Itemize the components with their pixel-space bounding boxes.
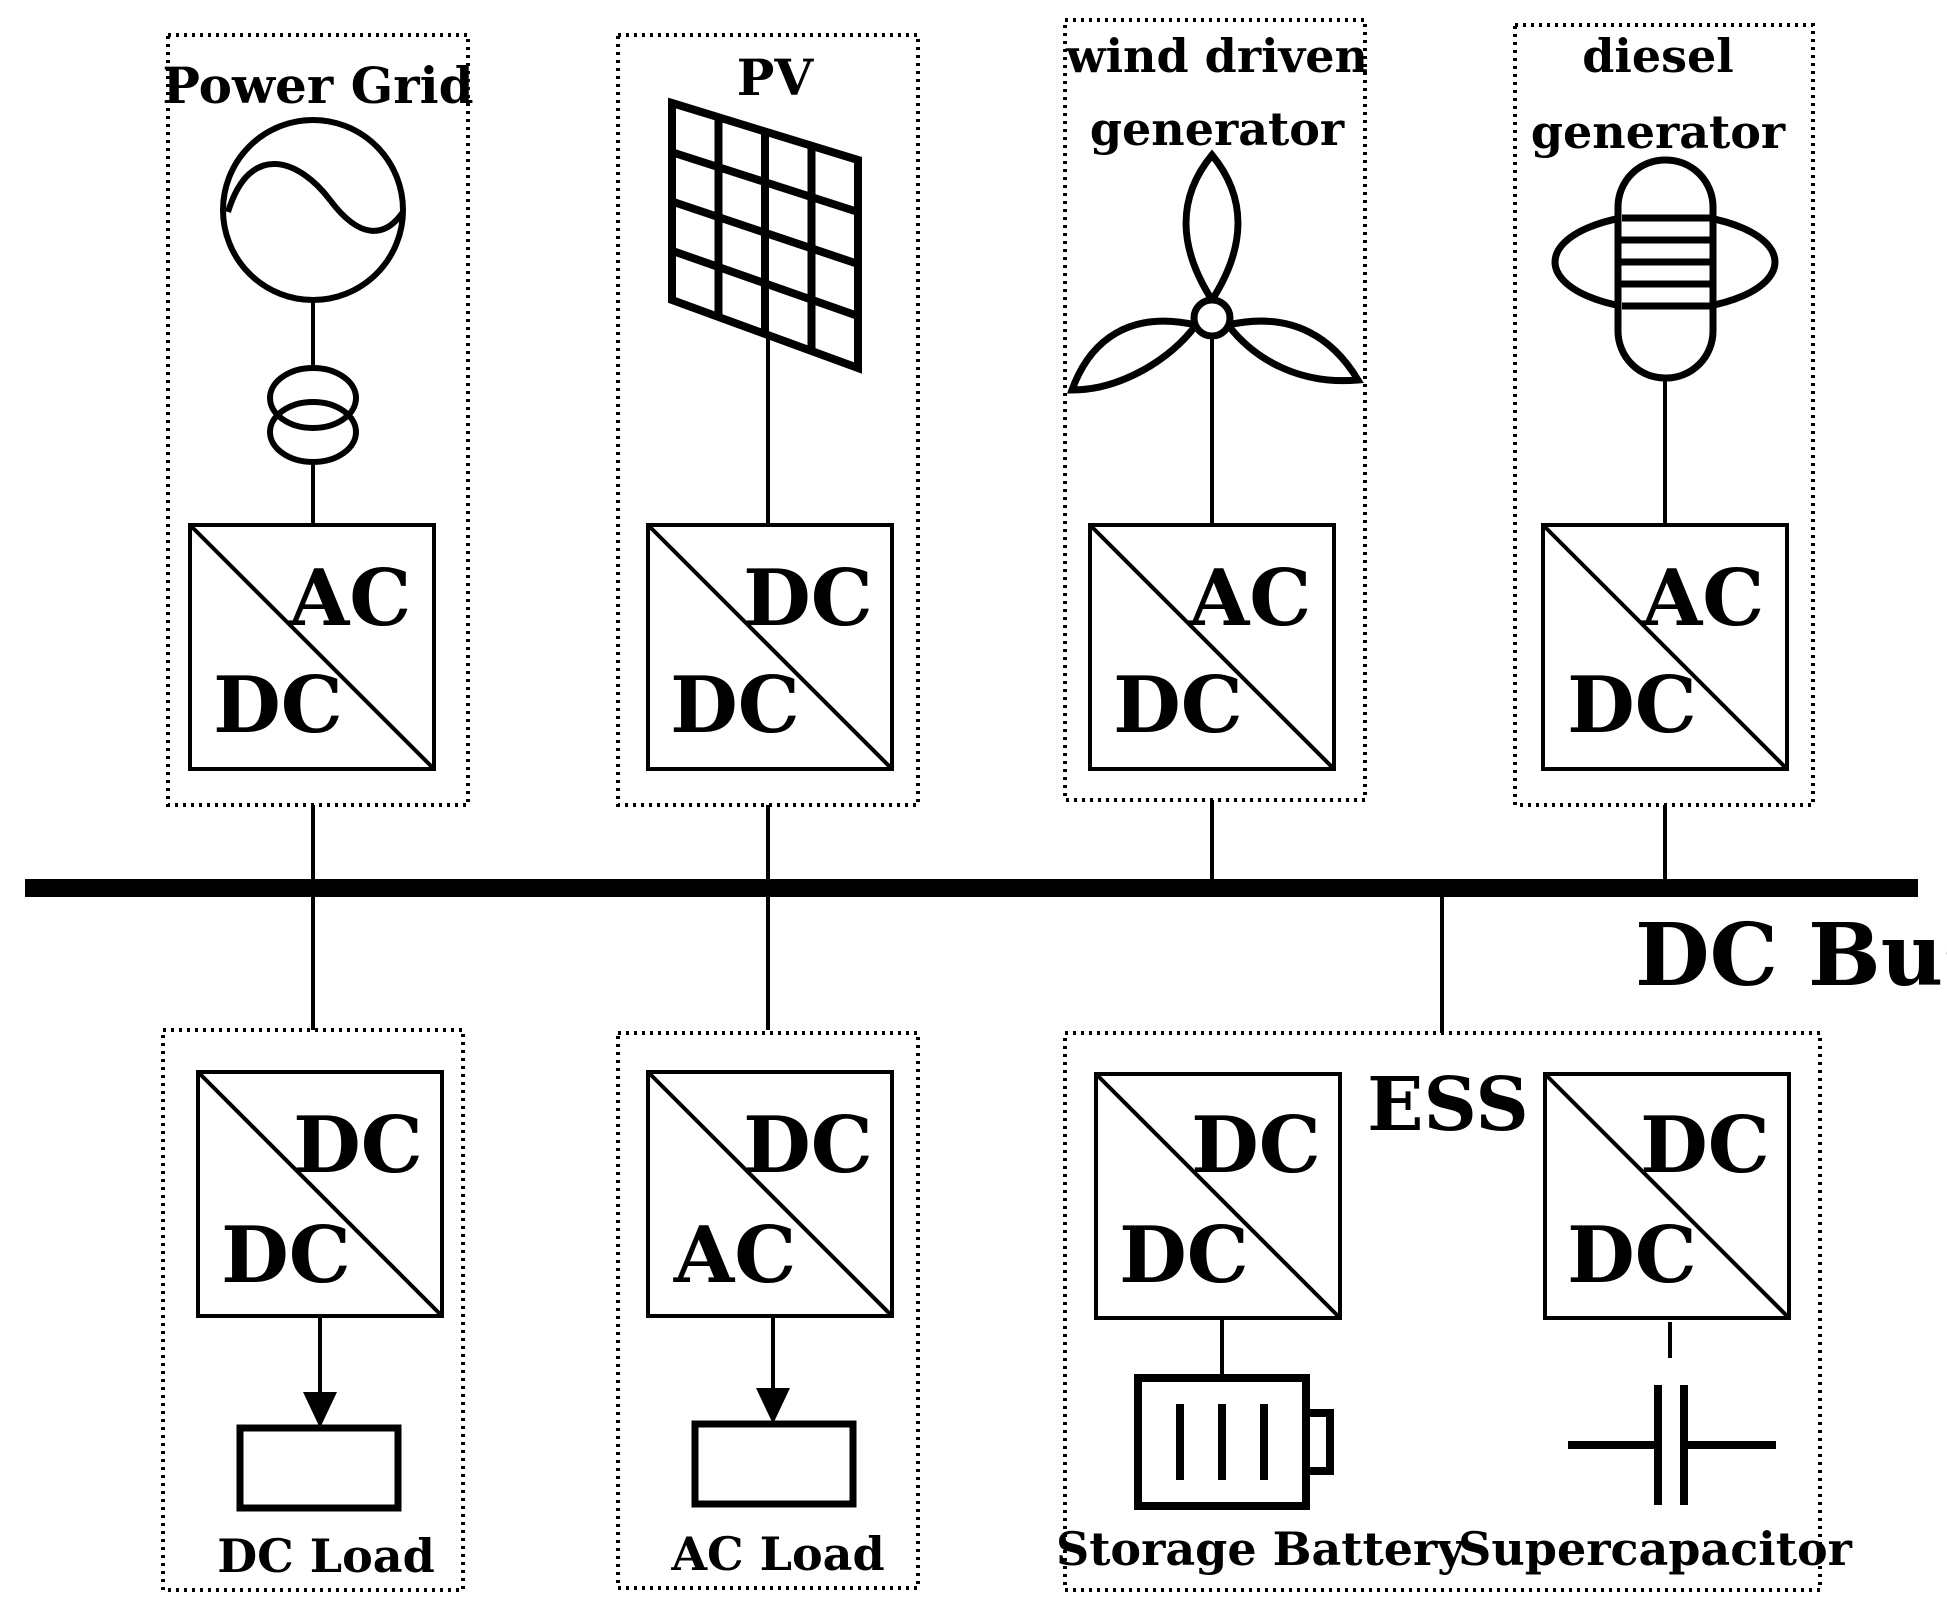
solar-panel-icon [668,97,862,374]
ac-load-box [616,1031,920,1590]
dc-load-resistor-icon [236,1424,402,1512]
ess-unit: ESS DC DC Storage Battery DC DC [1056,888,1853,1592]
wind-turbine-icon [1067,149,1364,394]
ac-load-converter-bottom: AC [673,1210,797,1301]
dc-load-converter: DC DC [196,1070,444,1318]
diesel-title-line2: generator [1531,105,1786,159]
pv-unit: PV DC DC [616,33,920,1030]
power-grid-unit: Power Grid AC DC [162,33,474,1030]
wind-box [1063,18,1367,802]
dc-load-arrow-icon [303,1392,337,1428]
dc-load-converter-bottom: DC [221,1210,351,1301]
wind-converter-top: AC [1188,553,1312,644]
supercap-converter-top: DC [1640,1100,1770,1191]
ac-load-label: AC Load [670,1527,884,1581]
pv-title: PV [737,48,815,107]
pv-converter: DC DC [646,523,894,771]
wind-converter: AC DC [1088,523,1336,771]
power-grid-box [166,33,470,807]
ac-load-converter: DC AC [646,1070,894,1318]
ess-label: ESS [1367,1062,1529,1148]
wind-title-line2: generator [1090,102,1345,156]
ac-load-converter-top: DC [743,1100,873,1191]
ac-source-icon [220,117,406,303]
ess-box [1063,1031,1822,1592]
pv-converter-bottom: DC [670,660,800,751]
diesel-engine-icon [1551,156,1779,382]
diesel-converter: AC DC [1541,523,1789,771]
dc-load-unit: DC DC DC Load [161,1028,465,1592]
diesel-converter-bottom: DC [1567,660,1697,751]
battery-icon [1134,1374,1334,1510]
wind-unit: wind driven generator AC DC [1063,18,1368,880]
wind-title-line1: wind driven [1065,29,1368,83]
battery-converter-bottom: DC [1119,1210,1249,1301]
diesel-title-line1: diesel [1582,29,1734,83]
grid-converter-bottom: DC [213,660,343,751]
battery-converter: DC DC [1094,1072,1342,1320]
ac-load-resistor-icon [691,1420,857,1508]
battery-label: Storage Battery [1056,1522,1465,1576]
battery-converter-top: DC [1191,1100,1321,1191]
dc-load-label: DC Load [217,1529,435,1583]
supercap-converter-bottom: DC [1567,1210,1697,1301]
supercap-label: Supercapacitor [1458,1522,1853,1576]
wind-converter-bottom: DC [1113,660,1243,751]
power-grid-title: Power Grid [162,56,473,115]
grid-converter-top: AC [288,553,412,644]
dc-bus-label: DC Bus [1635,905,1947,1006]
ac-load-unit: DC AC AC Load [616,1031,920,1590]
transformer-icon [267,365,359,465]
supercap-converter: DC DC [1543,1072,1791,1320]
dc-load-box [161,1028,465,1592]
capacitor-icon [1568,1385,1776,1505]
pv-converter-top: DC [743,553,873,644]
diesel-unit: diesel generator AC DC [1513,23,1815,880]
dc-load-converter-top: DC [293,1100,423,1191]
diesel-converter-top: AC [1641,553,1765,644]
ac-load-arrow-icon [756,1388,790,1424]
pv-box [616,33,920,807]
grid-converter: AC DC [188,523,436,771]
